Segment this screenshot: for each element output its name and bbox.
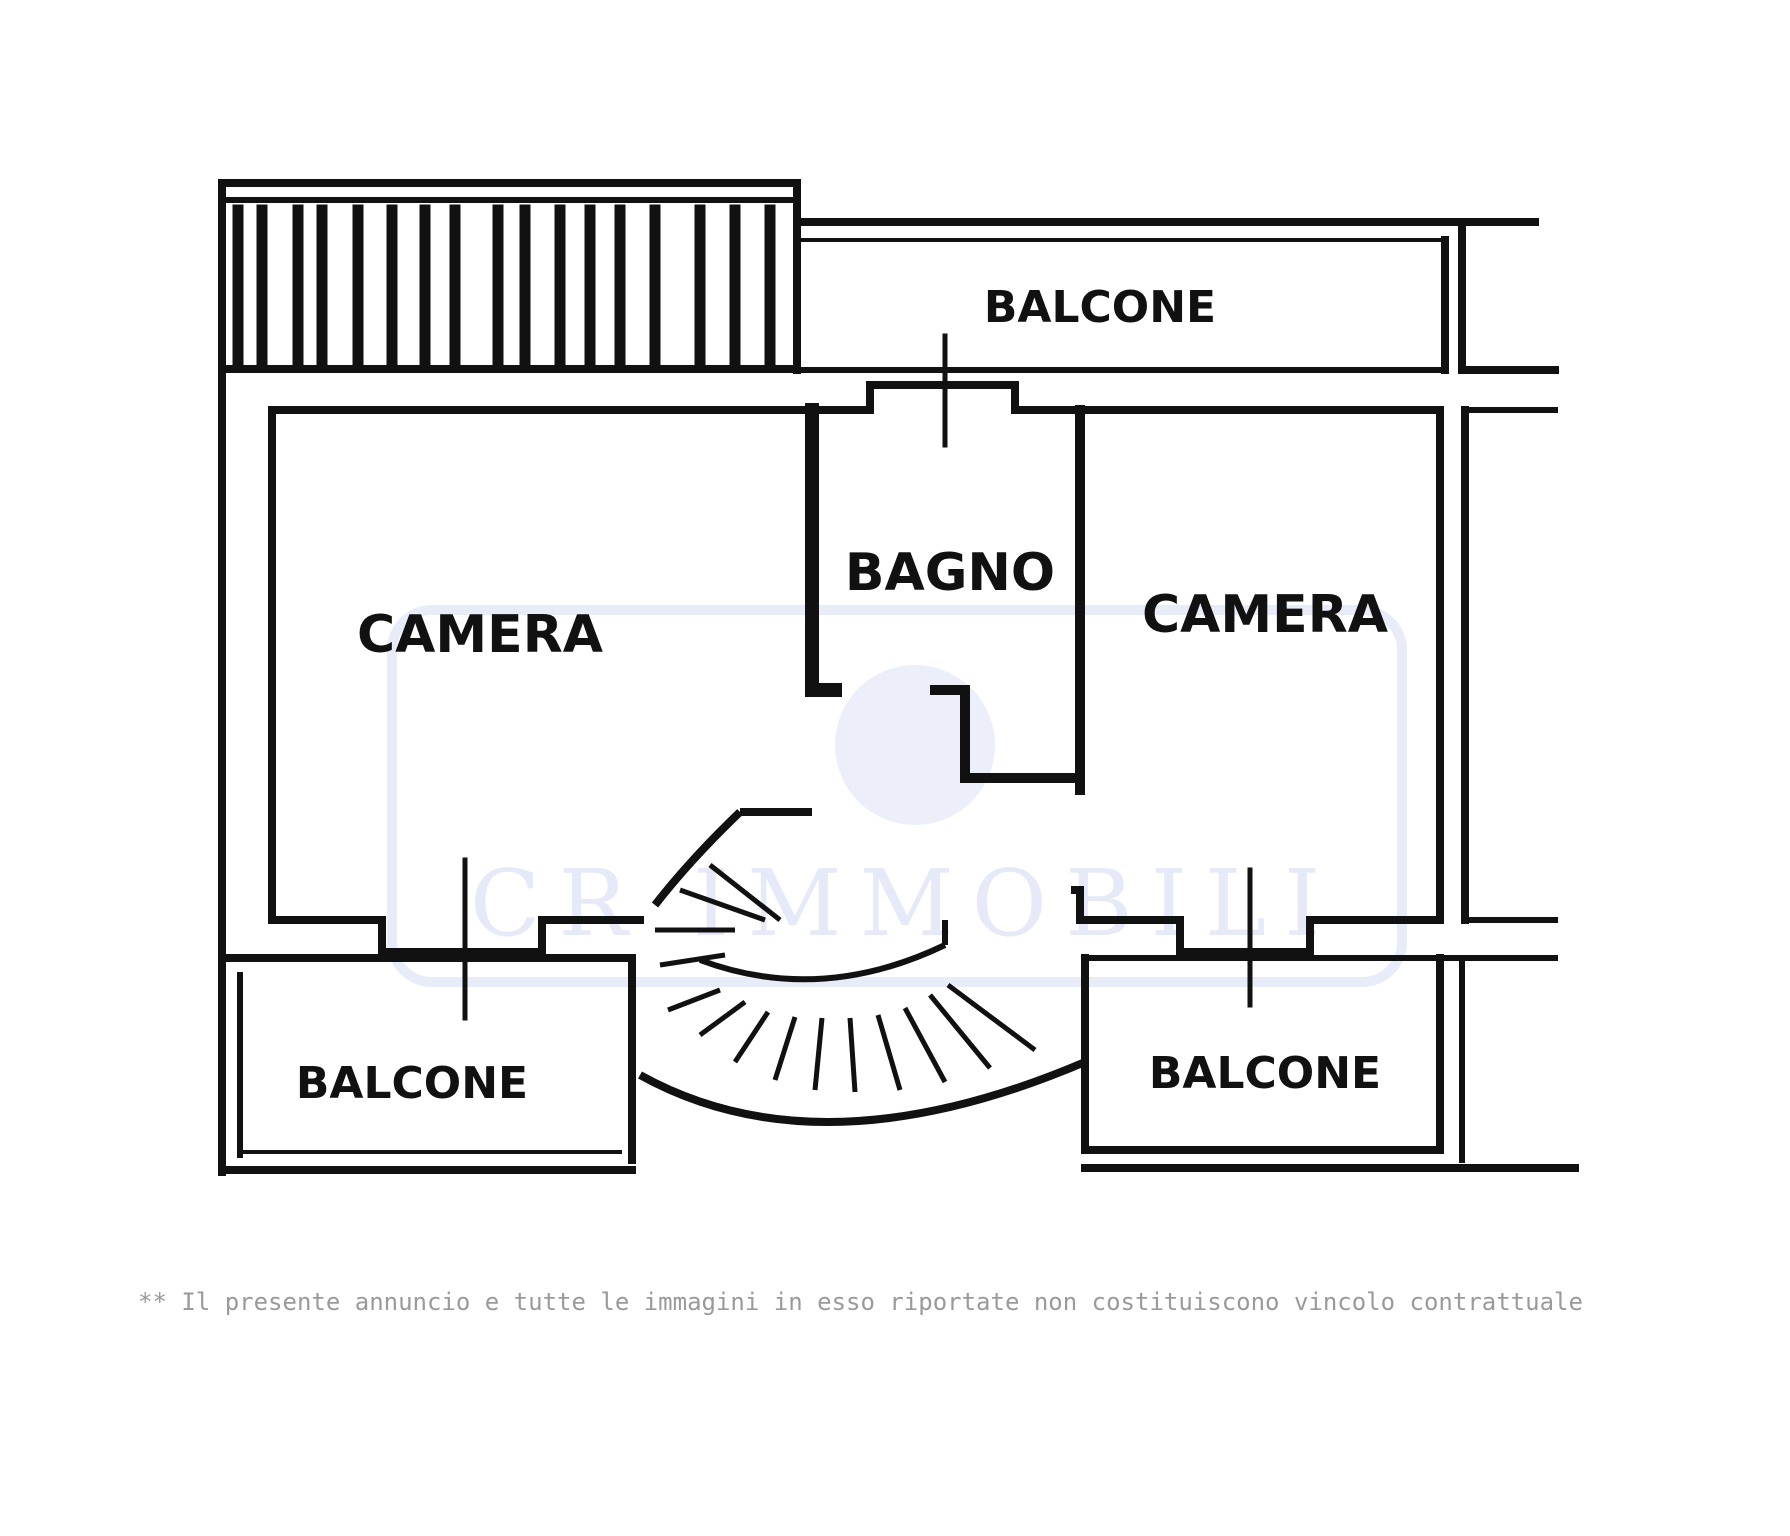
spiral-staircase xyxy=(638,808,1087,1126)
room-label-balcone-bottom-left: BALCONE xyxy=(296,1058,528,1109)
disclaimer-text: ** Il presente annuncio e tutte le immag… xyxy=(138,1288,1583,1316)
room-label-balcone-top: BALCONE xyxy=(984,282,1216,333)
roof-hatching xyxy=(232,204,776,371)
walls xyxy=(218,179,1579,1176)
room-label-bagno: BAGNO xyxy=(845,543,1055,603)
room-label-camera-right: CAMERA xyxy=(1142,585,1388,645)
watermark-text: CR IMMOBILI xyxy=(470,850,1338,957)
room-label-camera-left: CAMERA xyxy=(357,605,603,665)
room-label-balcone-bottom-right: BALCONE xyxy=(1149,1048,1381,1099)
